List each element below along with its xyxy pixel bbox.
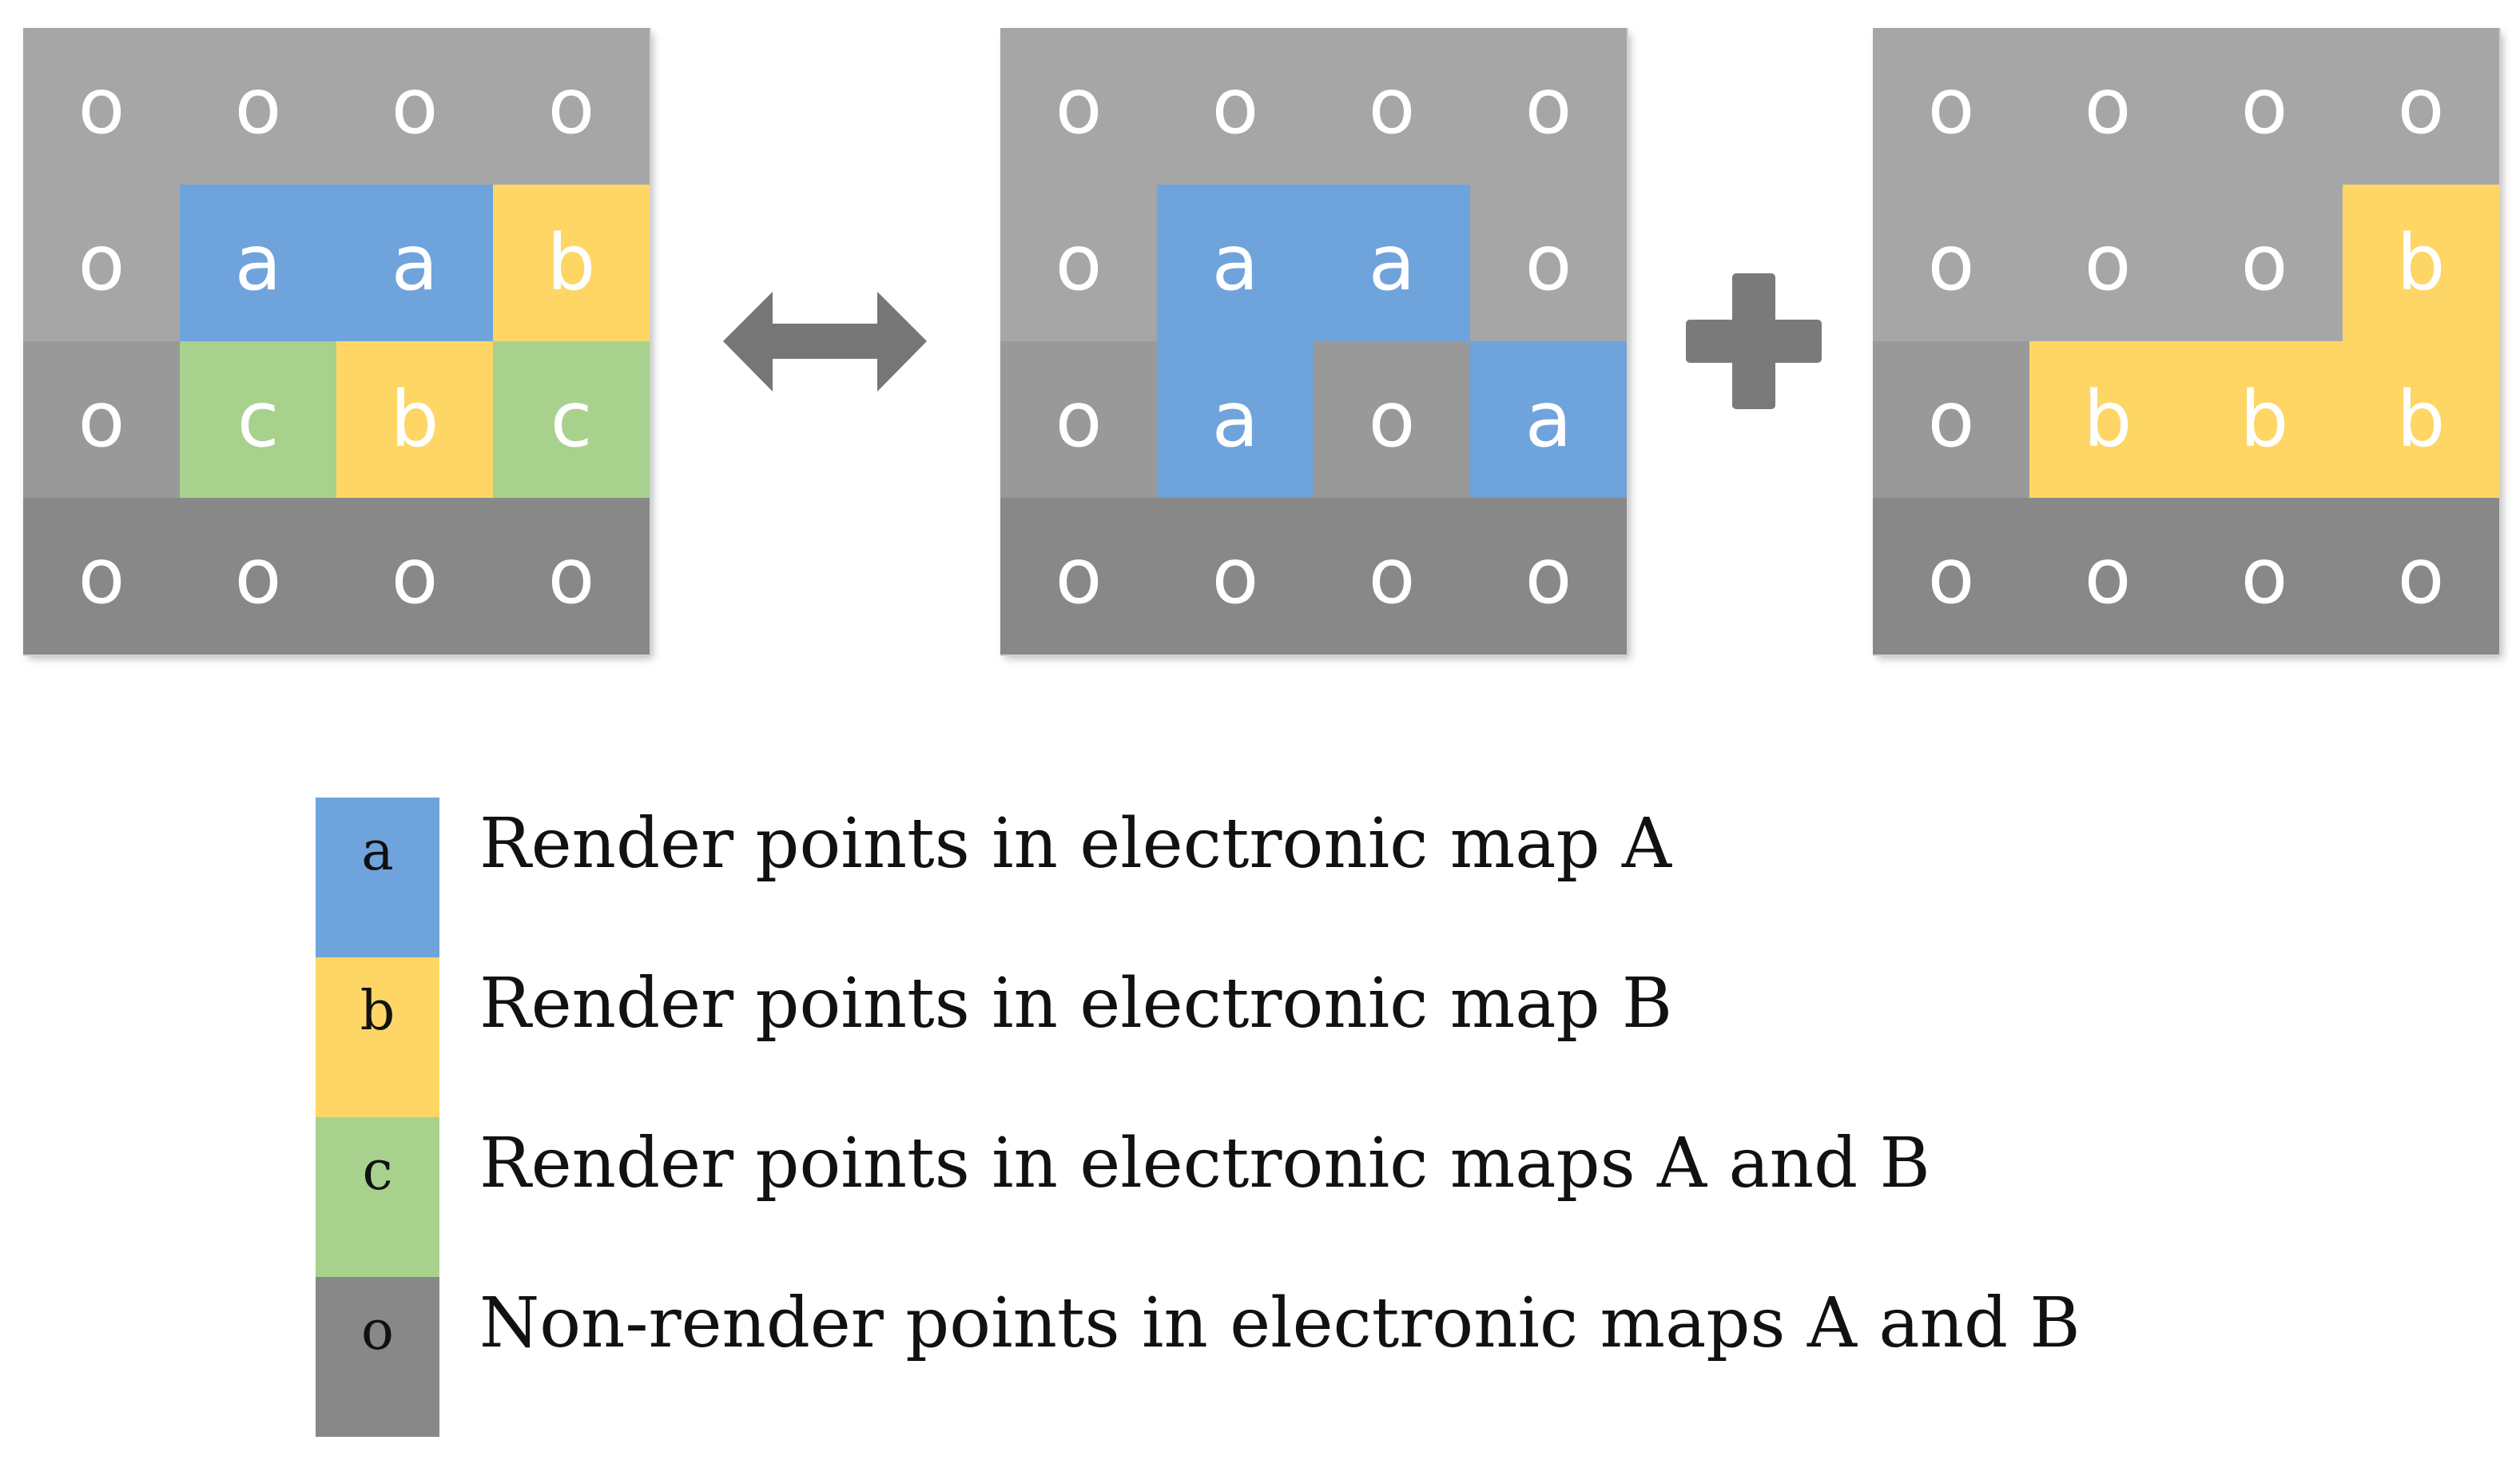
grid-cell-b: b [2343,185,2501,343]
grid-cell-b: b [2186,341,2344,499]
grid-cell-b: b [2029,341,2188,499]
grid-cell-o: o [493,28,651,186]
grid-cell-o: o [1314,498,1472,656]
grid-cell-o: o [2029,498,2188,656]
grid-cell-o: o [2029,28,2188,186]
grid-cell-o: o [493,498,651,656]
grid-cell-a: a [1157,341,1315,499]
legend-swatch-o: o [316,1277,439,1437]
grid-cell-a: a [336,185,495,343]
grid-cell-o: o [2343,28,2501,186]
grid-cell-a: a [1470,341,1628,499]
grid-cell-c: c [180,341,338,499]
grid-cell-b: b [336,341,495,499]
grid-cell-o: o [2186,185,2344,343]
grid-cell-o: o [1873,498,2031,656]
legend-item-c: c Render points in electronic maps A and… [316,1117,2313,1277]
grid-cell-o: o [336,498,495,656]
grid-cell-o: o [23,498,181,656]
grid-cell-o: o [1000,28,1159,186]
grid-cell-o: o [2343,498,2501,656]
grid-cell-a: a [180,185,338,343]
grid-cell-o: o [1873,341,2031,499]
legend-item-a: a Render points in electronic map A [316,798,2313,957]
legend-label-a: Render points in electronic map A [479,804,1672,884]
grid-cell-o: o [180,498,338,656]
legend-swatch-b: b [316,957,439,1117]
legend-item-b: b Render points in electronic map B [316,957,2313,1117]
double-arrow-icon [723,292,927,392]
grid-cell-o: o [1470,185,1628,343]
legend-label-b: Render points in electronic map B [479,964,1673,1044]
grid-cell-o: o [1000,185,1159,343]
grid-cell-o: o [1314,341,1472,499]
legend-swatch-a: a [316,798,439,957]
grid-cell-o: o [23,28,181,186]
legend-label-o: Non-render points in electronic maps A a… [479,1283,2081,1363]
grid-cell-o: o [1873,185,2031,343]
grid-cell-o: o [2029,185,2188,343]
legend-item-o: o Non-render points in electronic maps A… [316,1277,2313,1437]
plus-icon [1686,273,1822,409]
grid-cell-o: o [336,28,495,186]
grid-cell-o: o [180,28,338,186]
grid-cell-o: o [1470,498,1628,656]
grid-cell-o: o [23,185,181,343]
grid-cell-b: b [2343,341,2501,499]
grid-cell-b: b [493,185,651,343]
grid-cell-o: o [1470,28,1628,186]
grid-cell-a: a [1157,185,1315,343]
grid-cell-o: o [1157,28,1315,186]
grid-cell-a: a [1314,185,1472,343]
grid-cell-o: o [1157,498,1315,656]
grid-cell-o: o [2186,28,2344,186]
legend-swatch-c: c [316,1117,439,1277]
grid-cell-o: o [1000,498,1159,656]
legend-label-c: Render points in electronic maps A and B [479,1124,1930,1203]
grid-cell-o: o [1873,28,2031,186]
grid-cell-o: o [1000,341,1159,499]
grid-cell-c: c [493,341,651,499]
grid-cell-o: o [1314,28,1472,186]
grid-cell-o: o [23,341,181,499]
grid-cell-o: o [2186,498,2344,656]
